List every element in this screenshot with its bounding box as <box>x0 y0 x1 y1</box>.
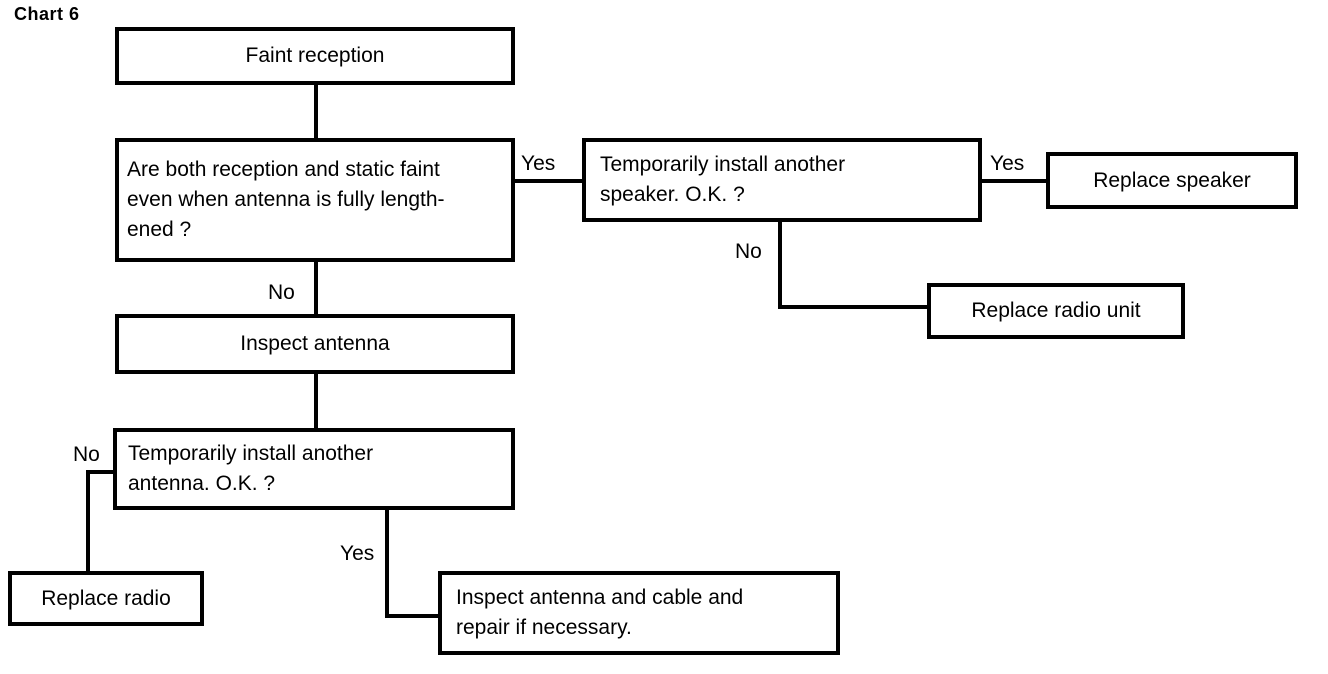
edge-label-yes-question3: Yes <box>340 542 375 566</box>
edge-label-no-question3: No <box>73 443 100 467</box>
connector-question3-yes-vertical <box>385 510 389 618</box>
edge-label-no-question2: No <box>735 240 762 264</box>
connector-question2-yes-to-replace-speaker <box>982 179 1046 183</box>
edge-label-no-question1: No <box>268 281 295 305</box>
node-inspect-antenna-cable: Inspect antenna and cable and repair if … <box>438 571 840 655</box>
node-inspect-antenna: Inspect antenna <box>115 314 515 374</box>
connector-start-to-question1 <box>314 85 318 138</box>
connector-question2-no-horizontal <box>778 305 927 309</box>
connector-inspect-antenna-to-question3 <box>314 374 318 428</box>
connector-question1-yes-to-question2 <box>515 179 582 183</box>
node-faint-reception: Faint reception <box>115 27 515 85</box>
connector-question3-no-vertical <box>86 470 90 571</box>
node-replace-speaker: Replace speaker <box>1046 152 1298 209</box>
edge-label-yes-question1: Yes <box>521 152 556 176</box>
node-question-reception-static: Are both reception and static faint even… <box>115 138 515 262</box>
connector-question1-no-to-inspect-antenna <box>314 262 318 314</box>
node-replace-radio-unit: Replace radio unit <box>927 283 1185 339</box>
edge-label-yes-question2: Yes <box>990 152 1025 176</box>
connector-question3-yes-horizontal <box>385 614 438 618</box>
connector-question2-no-vertical <box>778 222 782 309</box>
node-replace-radio: Replace radio <box>8 571 204 626</box>
chart-title: Chart 6 <box>14 4 80 24</box>
connector-question3-no-horizontal <box>86 470 113 474</box>
node-question-install-speaker: Temporarily install another speaker. O.K… <box>582 138 982 222</box>
node-question-install-antenna: Temporarily install another antenna. O.K… <box>113 428 515 510</box>
